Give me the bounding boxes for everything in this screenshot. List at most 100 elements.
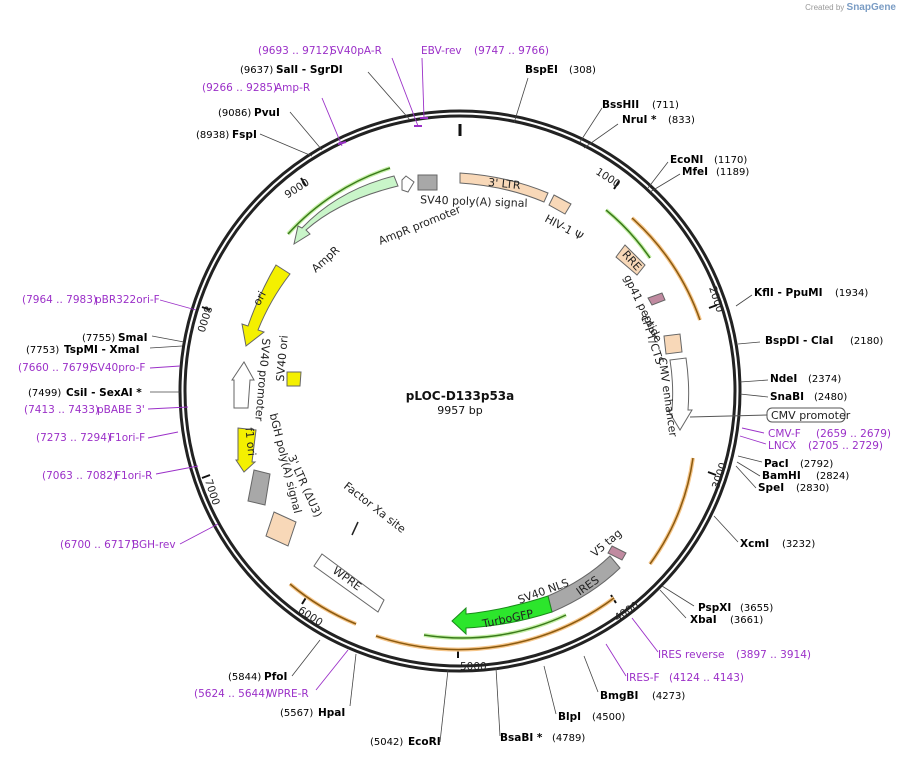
site-name: BlpI — [558, 711, 581, 723]
primer-pos: (7964 .. 7983) — [22, 294, 97, 306]
v5-feature — [607, 545, 627, 561]
site-name: SmaI — [118, 332, 148, 344]
f1ori-label: f1 ori — [242, 427, 258, 457]
site-pos: (2824) — [816, 471, 849, 482]
sv40pa-label: SV40 poly(A) signal — [420, 193, 528, 210]
rre-feature — [615, 244, 646, 276]
bgh-feature — [247, 469, 271, 506]
ampr-feature — [293, 175, 399, 246]
site-name: HpaI — [318, 707, 345, 719]
site-leaders — [149, 71, 769, 743]
site-name: BspEI — [525, 64, 558, 76]
site-name: SalI - SgrDI — [276, 64, 343, 76]
primer-labels: (9693 .. 9712) SV40pA-R EBV-rev (9747 ..… — [18, 45, 891, 700]
snapgene-watermark: Created by SnapGene — [805, 2, 896, 13]
site-pos: (8938) — [196, 130, 229, 141]
sv40-ori-feature — [286, 371, 302, 387]
site-pos: (9086) — [218, 108, 251, 119]
primer-pos: (2659 .. 2679) — [816, 428, 891, 440]
site-pos: (2792) — [800, 459, 833, 470]
site-name: NruI * — [622, 114, 657, 126]
factorxa-feature — [351, 521, 359, 536]
site-pos: (5567) — [280, 708, 313, 719]
ltr3-feature — [459, 172, 549, 203]
ampr-label: AmpR — [309, 243, 342, 275]
site-pos: (7753) — [26, 345, 59, 356]
backbone-inner — [183, 114, 737, 668]
site-pos: (3232) — [782, 539, 815, 550]
ltr3-label: 3' LTR — [487, 176, 521, 192]
primer-pos: (7063 .. 7082) — [42, 470, 117, 482]
gp41-feature — [647, 292, 666, 306]
gfp-feature — [451, 595, 553, 636]
primer-name: LNCX — [768, 440, 796, 452]
cmv-enhancer-feature — [667, 357, 693, 431]
ori-feature — [241, 264, 291, 347]
site-name: BmgBI — [600, 690, 638, 702]
site-pos: (2374) — [808, 374, 841, 385]
primer-name: EBV-rev — [421, 45, 462, 57]
site-name: EcoNI — [670, 154, 703, 166]
site-name: SpeI — [758, 482, 784, 494]
site-pos: (308) — [569, 65, 596, 76]
primer-pos: (7660 .. 7679) — [18, 362, 93, 374]
f1ori-feature — [235, 427, 257, 473]
primer-pos: (9747 .. 9766) — [474, 45, 549, 57]
sv40ori-label: SV40 ori — [274, 335, 291, 382]
site-name: TspMI - XmaI — [64, 344, 140, 356]
ampr-promoter-feature — [401, 175, 415, 193]
site-pos: (2480) — [814, 392, 847, 403]
site-name: SnaBI — [770, 391, 804, 403]
cppt-feature — [663, 333, 683, 355]
sv40prom-label: SV40 promoter — [252, 338, 272, 422]
tick-label: 1000 — [593, 166, 622, 191]
site-name: FspI — [232, 129, 257, 141]
primer-name: pBR322ori-F — [95, 294, 160, 306]
primer-name: BGH-rev — [132, 539, 176, 551]
gp41-label: gp41 peptide — [621, 273, 665, 345]
site-name: KflI - PpuMI — [754, 287, 823, 299]
primer-name: SV40pro-F — [91, 362, 145, 374]
sv40-promoter-feature — [231, 361, 255, 409]
site-pos: (711) — [652, 100, 679, 111]
primer-name: SV40pA-R — [330, 45, 382, 57]
site-pos: (5844) — [228, 672, 261, 683]
ires-feature — [547, 555, 621, 613]
site-name: CsiI - SexAI * — [66, 387, 142, 399]
ampr-promoter-label: AmpR promoter — [377, 203, 463, 248]
site-name: EcoRI — [408, 736, 441, 748]
site-name: BspDI - ClaI — [765, 335, 833, 347]
site-pos: (3661) — [730, 615, 763, 626]
primer-pos: (7413 .. 7433) — [24, 404, 99, 416]
primer-markers — [147, 57, 767, 691]
plasmid-length: 9957 bp — [437, 404, 482, 417]
site-pos: (4500) — [592, 712, 625, 723]
primer-pos: (7273 .. 7294) — [36, 432, 111, 444]
orf-arcs — [286, 166, 702, 652]
site-name: PvuI — [254, 107, 280, 119]
site-name: XbaI — [690, 614, 717, 626]
ltr-du3-feature — [265, 511, 297, 547]
site-name: PfoI — [264, 671, 287, 683]
tick-label: 4000 — [612, 599, 641, 624]
site-pos: (4273) — [652, 691, 685, 702]
site-name: NdeI — [770, 373, 797, 385]
backbone-outer — [178, 109, 742, 673]
primer-name: IRES-F — [626, 672, 660, 684]
site-pos: (3655) — [740, 603, 773, 614]
site-name: BsaBI * — [500, 732, 543, 744]
primer-pos: (9693 .. 9712) — [258, 45, 333, 57]
watermark-prefix: Created by — [805, 3, 845, 12]
site-pos: (833) — [668, 115, 695, 126]
primer-name: Amp-R — [275, 82, 310, 94]
ori-label: ori — [251, 289, 269, 308]
tick-label: 5000 — [460, 661, 487, 673]
primer-name: F1ori-R — [115, 470, 152, 482]
tick-label: 2000 — [706, 285, 726, 314]
primer-pos: (5624 .. 5644) — [194, 688, 269, 700]
primer-name: CMV-F — [768, 428, 801, 440]
feature-shapes — [231, 172, 693, 636]
primer-pos: (6700 .. 6717) — [60, 539, 135, 551]
cmv-promoter-label: CMV promoter — [771, 409, 851, 422]
